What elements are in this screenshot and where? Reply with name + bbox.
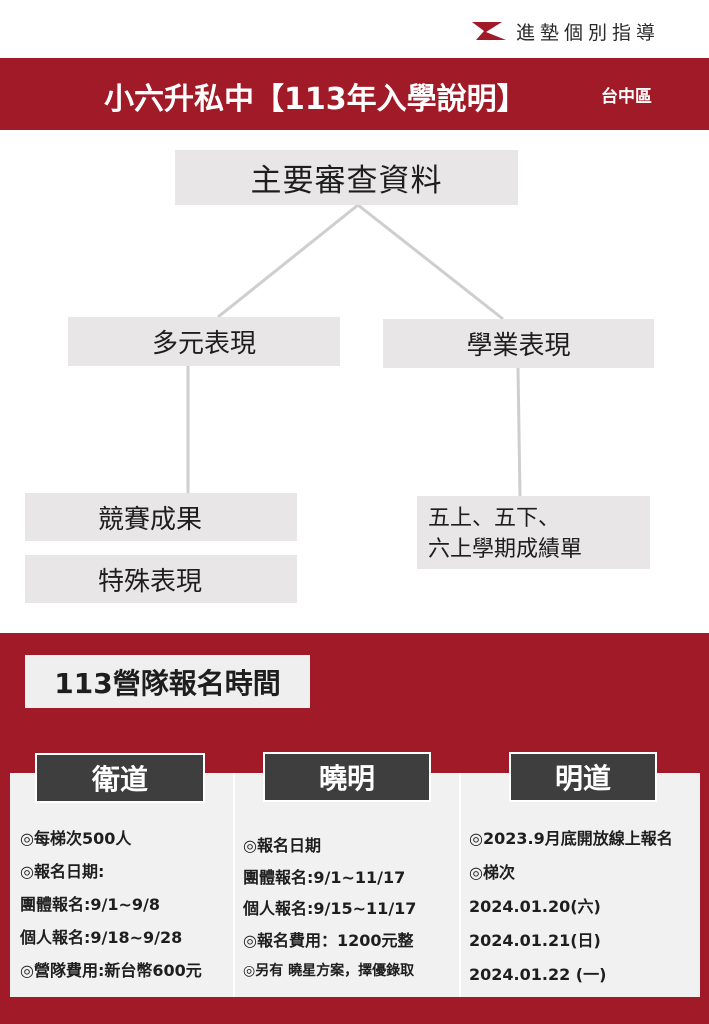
school-label-xiaoming: 曉明 <box>263 752 431 802</box>
info-line: ◎報名日期 <box>243 836 321 855</box>
info-line: 團體報名:9/1~11/17 <box>243 867 406 887</box>
school-info-mingdao: ◎2023.9月底開放線上報名 ◎梯次 2024.01.20(六) 2024.0… <box>469 822 673 992</box>
page-title: 小六升私中【113年入學說明】 <box>104 82 527 117</box>
region-label: 台中區 <box>601 87 652 107</box>
school-info-weidao: ◎每梯次500人 ◎報名日期: 團體報名:9/1~9/8 個人報名:9/18~9… <box>20 822 202 987</box>
tree-root-box: 主要審查資料 <box>175 150 518 205</box>
brand-name: 進墊個別指導 <box>516 21 661 44</box>
info-line: 團體報名:9/1~9/8 <box>20 895 161 914</box>
info-line: ◎另有 曉星方案，擇優錄取 <box>243 963 415 979</box>
info-line: ◎每梯次500人 <box>20 829 132 848</box>
info-line: 個人報名:9/15~11/17 <box>243 899 417 918</box>
leaf-transcripts-line-1: 五上、五下、 <box>428 506 561 531</box>
info-line: 2024.01.20(六) <box>469 897 601 916</box>
branch-diverse-performance: 多元表現 <box>68 317 340 366</box>
leaf-transcripts: 五上、五下、 六上學期成績單 <box>417 496 650 569</box>
leaf-transcripts-line-2: 六上學期成績單 <box>428 537 583 562</box>
info-line: 個人報名:9/18~9/28 <box>20 928 183 947</box>
leaf-special-performance: 特殊表現 <box>25 555 297 603</box>
brand-header: 進墊個別指導 <box>472 14 702 48</box>
info-line: ◎2023.9月底開放線上報名 <box>469 829 673 848</box>
schedule-title: 113營隊報名時間 <box>25 655 310 708</box>
school-label-mingdao: 明道 <box>509 752 657 802</box>
info-line: ◎報名費用：1200元整 <box>243 930 414 950</box>
red-wing-logo-icon <box>472 22 506 40</box>
school-info-xiaoming: ◎報名日期 團體報名:9/1~11/17 個人報名:9/15~11/17 ◎報名… <box>243 830 416 988</box>
title-banner: 小六升私中【113年入學說明】 <box>0 58 709 130</box>
info-line: 2024.01.21(日) <box>469 931 601 950</box>
column-divider <box>233 773 235 997</box>
school-label-weidao: 衛道 <box>35 753 205 803</box>
info-line: ◎報名日期: <box>20 862 105 881</box>
info-line: ◎營隊費用:新台幣600元 <box>20 961 202 980</box>
info-line: 2024.01.22 (一) <box>469 965 607 984</box>
schedule-panel <box>10 773 700 997</box>
leaf-competition-results: 競賽成果 <box>25 493 297 541</box>
info-line: ◎梯次 <box>469 863 515 882</box>
branch-academic-performance: 學業表現 <box>383 319 654 368</box>
column-divider <box>459 773 461 997</box>
